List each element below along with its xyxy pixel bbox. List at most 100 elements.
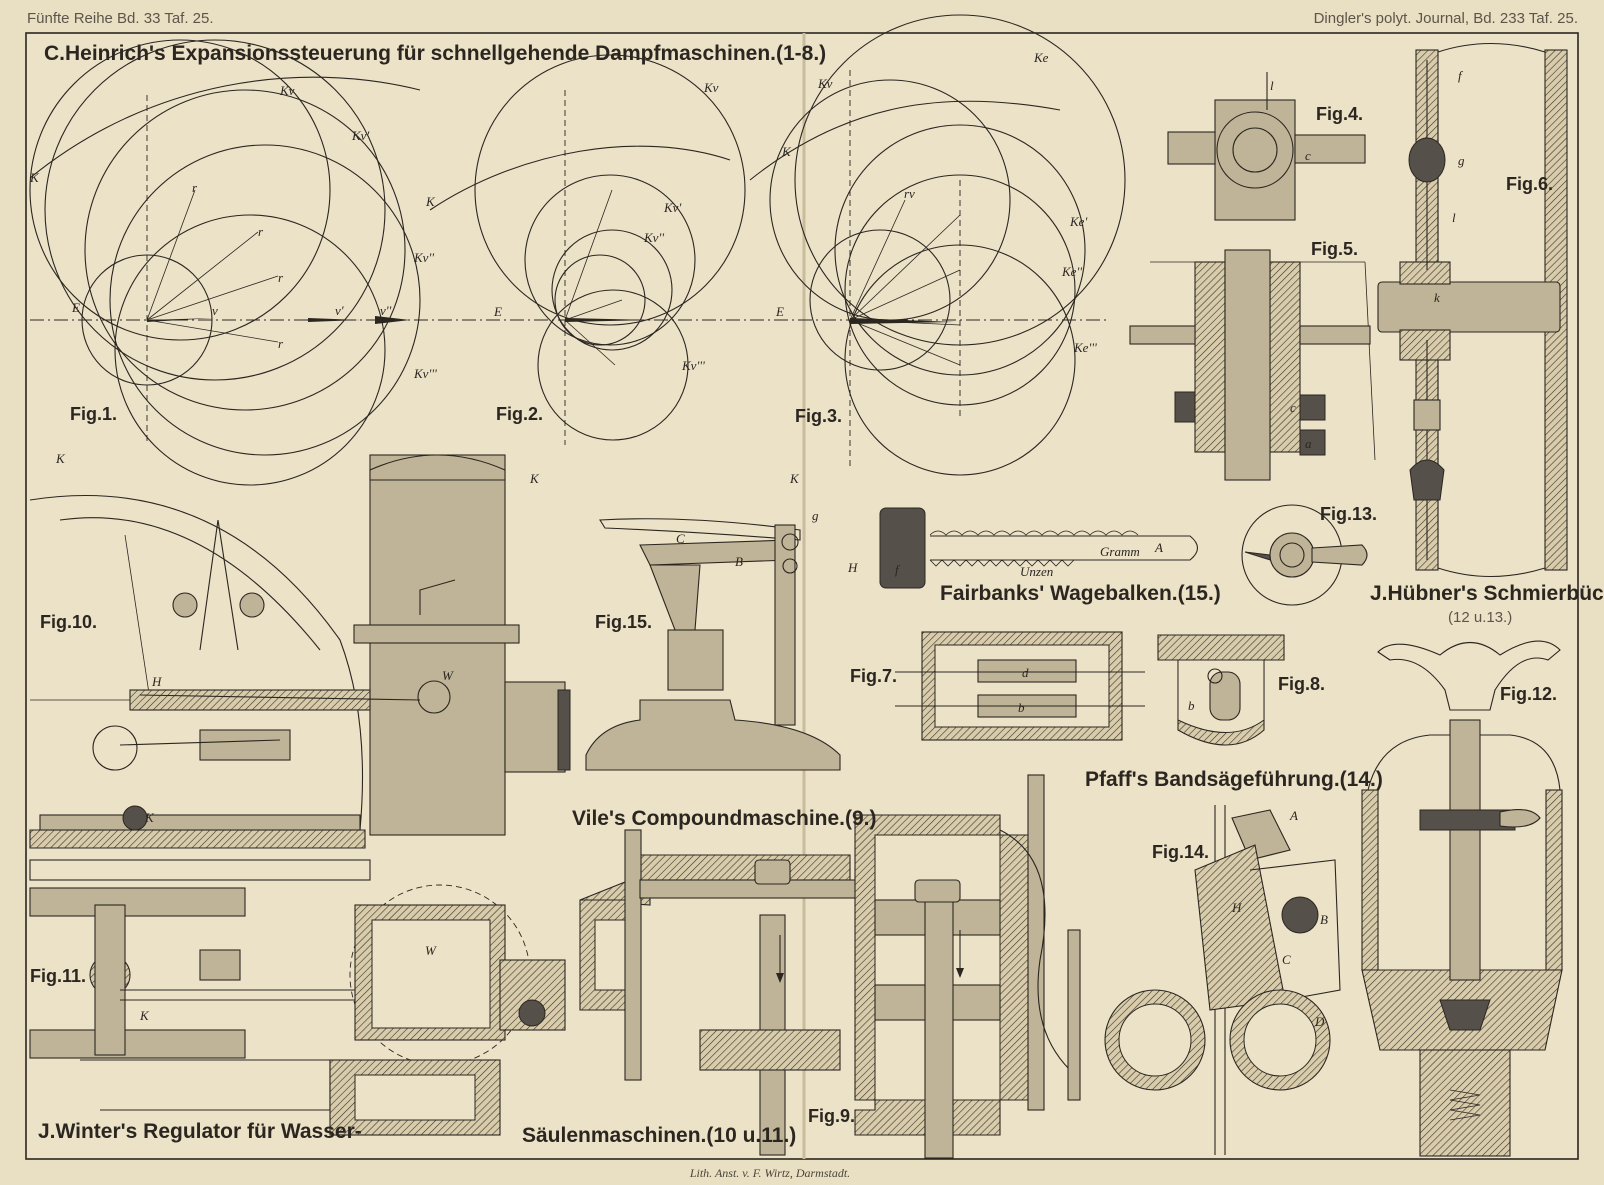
label-c-fig5: c <box>1290 400 1296 415</box>
fig9-drawing <box>579 774 1081 1159</box>
label-B-fig14: B <box>1320 912 1328 927</box>
label-E-fig2: E <box>493 304 502 319</box>
fig11-drawing: W K <box>29 859 566 1136</box>
caption-fig10: Fig.10. <box>40 612 97 632</box>
label-K-fig10: K <box>144 810 155 825</box>
title-winter-line1: J.Winter's Regulator für Wasser- <box>38 1120 362 1143</box>
label-f-fig15: f <box>895 562 901 577</box>
label-Kv1-fig2: Kv' <box>663 200 681 215</box>
title-fairbanks: Fairbanks' Wagebalken.(15.) <box>940 582 1221 605</box>
label-k-fig6: k <box>1434 290 1440 305</box>
label-W-fig11: W <box>425 943 437 958</box>
label-d-fig7: d <box>1022 665 1029 680</box>
label-H-fig14: H <box>1231 900 1242 915</box>
label-H-fig10: H <box>151 674 162 689</box>
label-K-fig1-bottom: K <box>55 451 66 466</box>
title-heinrich: C.Heinrich's Expansionssteuerung für sch… <box>44 42 826 65</box>
caption-fig14: Fig.14. <box>1152 842 1209 862</box>
label-b-fig8: b <box>1188 698 1195 713</box>
label-A-fig14: A <box>1289 808 1298 823</box>
caption-fig6: Fig.6. <box>1506 174 1553 194</box>
label-Kv-fig3: Kv <box>817 76 833 91</box>
caption-fig5: Fig.5. <box>1311 239 1358 259</box>
label-D-fig14: D <box>1314 1014 1325 1029</box>
label-gramm: Gramm <box>1100 544 1140 559</box>
label-Ke2-fig3: Ke'' <box>1061 264 1082 279</box>
label-K-fig2-bottom: K <box>529 471 540 486</box>
fig4-drawing: c l <box>1167 72 1366 221</box>
label-K-fig1: K <box>29 170 40 185</box>
title-vile: Vile's Compoundmaschine.(9.) <box>572 807 877 830</box>
label-Ke1-fig3: Ke' <box>1069 214 1087 229</box>
label-Ke-fig3: Ke <box>1033 50 1049 65</box>
label-Kv1-fig1: Kv' <box>351 128 369 143</box>
label-Kv2-fig1: Kv'' <box>413 250 434 265</box>
caption-fig8: Fig.8. <box>1278 674 1325 694</box>
caption-fig12: Fig.12. <box>1500 684 1557 704</box>
label-v-fig1: v <box>212 303 218 318</box>
label-g-fig15: g <box>812 508 819 523</box>
label-Kv2-fig2: Kv'' <box>643 230 664 245</box>
label-r3-fig1: r <box>278 270 284 285</box>
label-Ke3-fig3: Ke''' <box>1073 340 1097 355</box>
header-right: Dingler's polyt. Journal, Bd. 233 Taf. 2… <box>1314 10 1578 27</box>
label-l-fig4: l <box>1270 78 1274 93</box>
label-v1-fig1: v' <box>335 303 344 318</box>
fig13-drawing <box>1241 504 1368 606</box>
label-c-fig4: c <box>1305 148 1311 163</box>
label-Kv3-fig1: Kv''' <box>413 366 437 381</box>
fig3-diagram <box>769 14 1126 476</box>
fig15-drawing: Gramm Unzen A B C f g H <box>585 507 1199 771</box>
caption-fig3: Fig.3. <box>795 406 842 426</box>
figure-captions: Fig.1. Fig.2. Fig.3. Fig.4. Fig.5. Fig.6… <box>30 104 1557 1126</box>
label-r-fig1: r <box>192 180 198 195</box>
label-E-fig3: E <box>775 304 784 319</box>
caption-fig9: Fig.9. <box>808 1106 855 1126</box>
caption-fig11: Fig.11. <box>30 966 86 986</box>
label-A-fig15: A <box>1154 540 1163 555</box>
label-K-fig11: K <box>139 1008 150 1023</box>
plate-border <box>25 32 1579 1160</box>
title-huebner: J.Hübner's Schmierbüchse. <box>1370 582 1604 605</box>
title-winter-line2: Säulenmaschinen.(10 u.11.) <box>522 1124 796 1147</box>
label-K-fig2: K <box>425 194 436 209</box>
label-f-fig6: f <box>1458 68 1464 83</box>
fig1-diagram <box>29 39 421 486</box>
label-r4-fig1: r <box>278 336 284 351</box>
label-B-fig15: B <box>735 554 743 569</box>
fig6-drawing: f g l k <box>1377 43 1568 577</box>
label-rv-fig3: rv <box>904 186 915 201</box>
fig2-diagram <box>474 54 746 445</box>
fig5-drawing: c a <box>1129 249 1376 481</box>
valve-diagrams-fig1-3 <box>29 14 1126 486</box>
label-unzen: Unzen <box>1020 564 1053 579</box>
title-pfaff: Pfaff's Bandsägeführung.(14.) <box>1085 768 1383 791</box>
label-C-fig15: C <box>676 531 685 546</box>
caption-fig4: Fig.4. <box>1316 104 1363 124</box>
fig7-drawing: d b <box>895 631 1145 741</box>
fig14-drawing: A B C D H <box>1104 805 1341 1155</box>
label-a-fig5: a <box>1305 436 1312 451</box>
label-H-fig15: H <box>847 560 858 575</box>
caption-fig13: Fig.13. <box>1320 504 1377 524</box>
label-b-fig7: b <box>1018 700 1025 715</box>
label-E-fig1: E <box>71 300 80 315</box>
label-v2-fig1: v'' <box>380 303 392 318</box>
caption-fig7: Fig.7. <box>850 666 897 686</box>
title-huebner-figs: (12 u.13.) <box>1448 609 1512 626</box>
fig10-drawing: H W K <box>29 454 571 849</box>
diagram-labels: Kv Kv' Kv'' Kv''' K K E r r r r v v' v''… <box>29 50 1097 486</box>
label-C-fig14: C <box>1282 952 1291 967</box>
label-l-fig6: l <box>1452 210 1456 225</box>
label-g-fig6: g <box>1458 153 1465 168</box>
label-Kv-fig2: Kv <box>703 80 719 95</box>
label-K-fig3-bottom: K <box>789 471 800 486</box>
fig12-drawing <box>1361 640 1563 1157</box>
label-K-fig3: K <box>781 144 792 159</box>
label-Kv-fig1: Kv <box>279 83 295 98</box>
header-left: Fünfte Reihe Bd. 33 Taf. 25. <box>27 10 214 27</box>
caption-fig15: Fig.15. <box>595 612 652 632</box>
label-r2-fig1: r <box>258 224 264 239</box>
plate-titles: C.Heinrich's Expansionssteuerung für sch… <box>38 42 1604 1147</box>
caption-fig1: Fig.1. <box>70 404 117 424</box>
